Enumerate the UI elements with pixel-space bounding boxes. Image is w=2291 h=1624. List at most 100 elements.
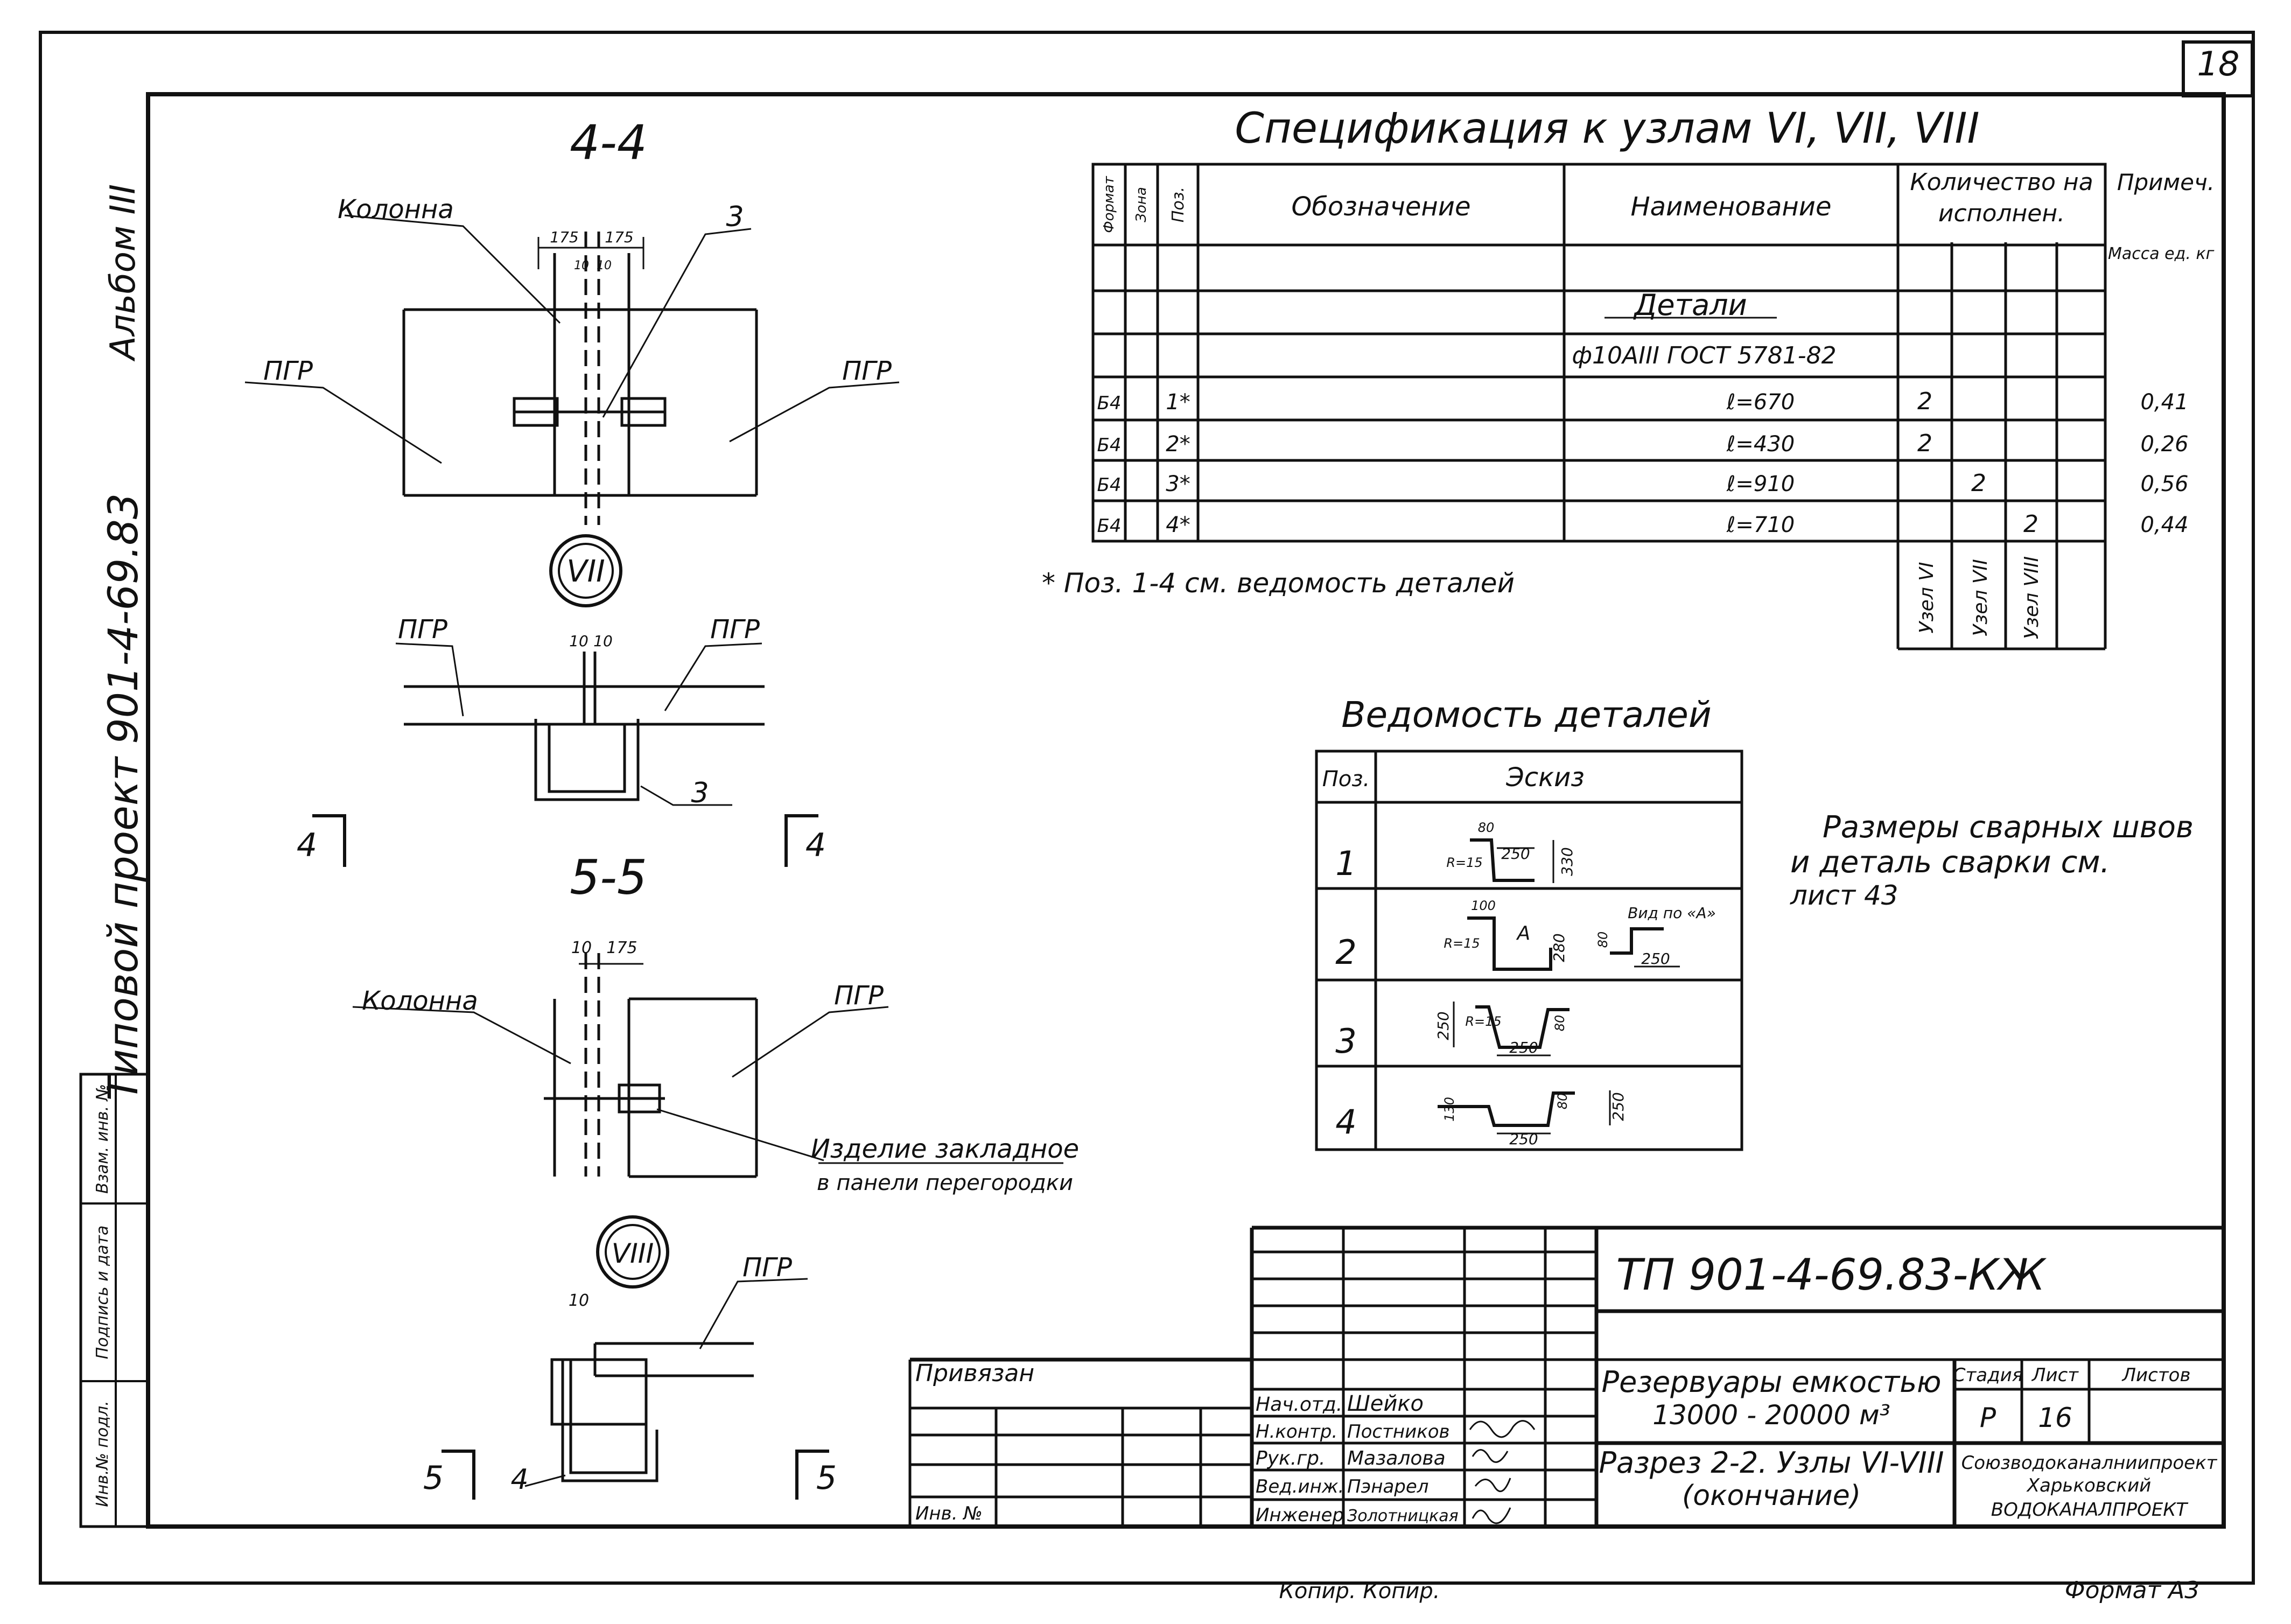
stamp-sign: Подпись и дата xyxy=(93,1226,112,1360)
detail-dim: 80 xyxy=(1478,820,1495,835)
spec-row-mass: 0,44 xyxy=(2140,513,2188,537)
detail-pos: 1 xyxy=(1335,844,1356,883)
role: Н.контр. xyxy=(1256,1421,1337,1443)
detail-dim: 80 xyxy=(1555,1093,1570,1110)
spec-node-vii: Узел VII xyxy=(1970,559,1992,636)
section-4-4: 4-4 175 175 10 10 Колонна xyxy=(244,115,900,525)
spec-row: Б4 1* ℓ=670 2 0,41 xyxy=(1097,388,2189,415)
album-label: Альбом III xyxy=(103,184,143,362)
detail-dim: 100 xyxy=(1471,898,1496,913)
detail-pos: 4 xyxy=(1335,1102,1356,1142)
title-sheet-1: Разрез 2-2. Узлы VI-VIII xyxy=(1599,1446,1944,1480)
project-label: Типовой проект 901-4-69.83 xyxy=(99,493,147,1101)
title-stage-h: Стадия xyxy=(1953,1364,2023,1386)
title-sheets-h: Листов xyxy=(2121,1364,2190,1386)
detail-row: 3 250 R=15 80 250 xyxy=(1335,1011,1567,1061)
s55-dim2: 175 xyxy=(606,939,637,957)
spec-row-pos: 4* xyxy=(1166,513,1190,537)
s55-note2: в панели перегородки xyxy=(817,1171,1073,1195)
detail-dim: 250 xyxy=(1509,1039,1538,1056)
cut-5-right: 5 xyxy=(816,1459,837,1497)
stamp-inv: Инв.№ подл. xyxy=(93,1401,112,1507)
cut-4-left: 4 xyxy=(297,827,317,864)
s44-kolonna-label: Колонна xyxy=(338,194,454,225)
title-privyazan: Привязан xyxy=(915,1360,1034,1387)
spec-row-mass: 0,56 xyxy=(2140,472,2188,496)
detail-dim: 80 xyxy=(1595,932,1610,948)
node-viii-dim: 10 xyxy=(569,1291,589,1310)
s44-pos: 3 xyxy=(726,201,744,233)
spec-row-mass: 0,26 xyxy=(2140,432,2188,457)
node-viii-label: VIII xyxy=(612,1238,654,1269)
details-h-sketch: Эскиз xyxy=(1505,762,1585,793)
spec-node-viii: Узел VIII xyxy=(2021,556,2043,639)
detail-dim: Вид по «А» xyxy=(1628,904,1716,922)
spec-title: Спецификация к узлам VI, VII, VIII xyxy=(1235,104,1979,153)
detail-pos: 3 xyxy=(1335,1021,1356,1061)
weld-note-line1: Размеры сварных швов xyxy=(1823,810,2194,845)
spec-h-qty: Количество на исполнен. xyxy=(1910,169,2093,227)
spec-row-q1: 2 xyxy=(1917,430,1932,457)
detail-pos: 2 xyxy=(1335,933,1356,972)
spec-h-note: Примеч. xyxy=(2117,169,2215,195)
role: Нач.отд. xyxy=(1256,1394,1342,1416)
detail-dim: 80 xyxy=(1552,1015,1567,1032)
details-table: Ведомость деталей Поз. Эскиз xyxy=(1315,694,1743,1151)
detail-dim: 250 xyxy=(1641,950,1670,968)
title-sheet: 16 xyxy=(2038,1402,2072,1433)
detail-row: 4 130 80 250 250 xyxy=(1335,1092,1627,1148)
detail-dim: 250 xyxy=(1609,1092,1627,1121)
weld-note-line3: лист 43 xyxy=(1790,880,1898,911)
s44-dim4: 10 xyxy=(597,259,612,272)
s44-dim2: 175 xyxy=(605,228,633,246)
spec-h-zone: Зона xyxy=(1133,187,1150,222)
spec-h-format: Формат xyxy=(1101,176,1117,233)
cut-marks-4 xyxy=(312,814,818,867)
spec-row-pos: 1* xyxy=(1166,390,1190,415)
title-inv: Инв. № xyxy=(915,1503,983,1524)
section-4-4-title: 4-4 xyxy=(570,115,647,170)
node-vii-label: VII xyxy=(566,554,605,589)
role: Рук.гр. xyxy=(1256,1447,1325,1469)
spec-row-format: Б4 xyxy=(1097,474,1122,496)
s44-pgr-left: ПГР xyxy=(263,356,313,386)
sheet-number: 18 xyxy=(2197,44,2240,83)
name: Пэнарел xyxy=(1347,1476,1429,1497)
spec-row-name: ℓ=430 xyxy=(1726,432,1795,457)
spec-h-name: Наименование xyxy=(1630,192,1831,222)
spec-row-q1: 2 xyxy=(1917,388,1932,415)
node-vii-pos: 3 xyxy=(691,777,709,809)
detail-dim: 280 xyxy=(1550,933,1568,962)
spec-row-pos: 3* xyxy=(1166,472,1190,496)
spec-footnote: * Поз. 1-4 см. ведомость деталей xyxy=(1042,568,1515,599)
detail-dim: R=15 xyxy=(1446,855,1482,870)
s55-kolonna-label: Колонна xyxy=(362,986,478,1016)
s55-dim1: 10 xyxy=(571,939,592,957)
spec-row: Б4 3* ℓ=910 2 0,56 xyxy=(1097,470,2189,497)
title-code: ТП 901-4-69.83-КЖ xyxy=(1616,1250,2047,1300)
spec-node-vi: Узел VI xyxy=(1916,562,1938,634)
title-org-2: Харьковский xyxy=(2026,1475,2152,1496)
cut-5-left: 5 xyxy=(423,1459,444,1497)
s44-dim1: 175 xyxy=(550,228,578,246)
node-vii: VII 10 10 ПГР ПГР 3 xyxy=(395,534,765,809)
node-vii-dim1: 10 xyxy=(569,632,588,650)
s44-pgr-right: ПГР xyxy=(842,356,892,386)
spec-row: Б4 2* ℓ=430 2 0,26 xyxy=(1097,430,2189,457)
detail-row: 2 100 R=15 А 280 Вид по «А» 80 250 xyxy=(1335,898,1716,972)
spec-row-name: ℓ=910 xyxy=(1726,472,1795,496)
node-viii-pos: 4 xyxy=(510,1464,528,1496)
spec-row-mass: 0,41 xyxy=(2140,390,2188,415)
spec-row-format: Б4 xyxy=(1097,515,1122,537)
spec-section: Детали xyxy=(1633,288,1747,322)
name: Постников xyxy=(1347,1421,1450,1443)
format-label: Формат А3 xyxy=(2065,1577,2200,1604)
signatures xyxy=(1469,1420,1536,1524)
stamp-vzam: Взам. инв. № xyxy=(93,1084,112,1194)
name: Шейко xyxy=(1347,1391,1424,1416)
role: Инженер xyxy=(1256,1504,1344,1526)
title-object-1: Резервуары емкостью xyxy=(1602,1365,1942,1399)
s55-pgr: ПГР xyxy=(834,981,884,1011)
weld-note-line2: и деталь сварки см. xyxy=(1790,845,2110,880)
